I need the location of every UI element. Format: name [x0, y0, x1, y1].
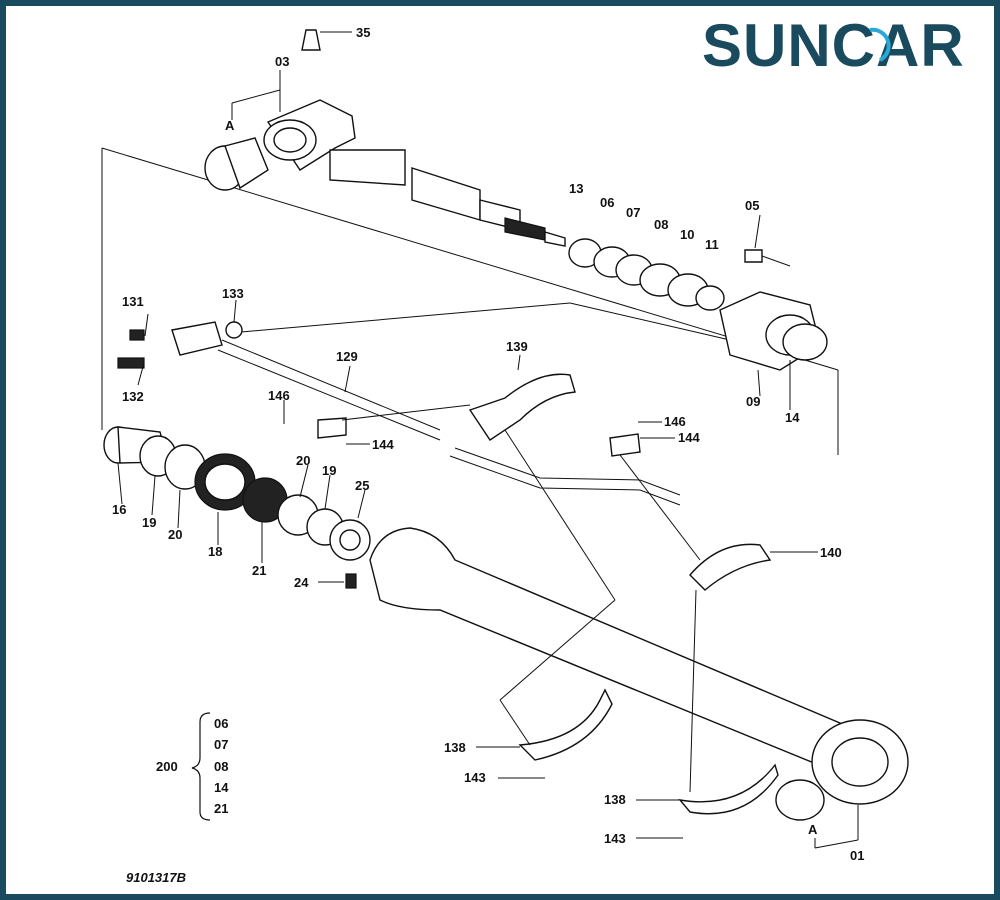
label-07: 07 [626, 205, 640, 220]
label-a-bottom: A [808, 822, 818, 837]
seal-kit-item: 21 [214, 801, 228, 816]
label-20-left: 20 [168, 527, 182, 542]
label-25: 25 [355, 478, 369, 493]
label-131: 131 [122, 294, 144, 309]
label-139: 139 [506, 339, 528, 354]
label-19-left: 19 [142, 515, 156, 530]
label-10: 10 [680, 227, 694, 242]
label-05: 05 [745, 198, 759, 213]
label-24: 24 [294, 575, 309, 590]
cylinder-tube [369, 527, 909, 821]
label-06: 06 [600, 195, 614, 210]
drawing-number: 9101317B [126, 870, 186, 885]
brand-logo: SUNCAR [702, 12, 965, 79]
seal-kit-item: 14 [214, 780, 229, 795]
label-18: 18 [208, 544, 222, 559]
label-19-right: 19 [322, 463, 336, 478]
piston-assembly [103, 426, 371, 589]
label-146-left: 146 [268, 388, 290, 403]
label-09: 09 [746, 394, 760, 409]
label-14: 14 [785, 410, 800, 425]
label-20-right: 20 [296, 453, 310, 468]
label-01: 01 [850, 848, 864, 863]
seal-kit-item: 07 [214, 737, 228, 752]
exploded-parts-diagram: SUNCAR [101, 12, 965, 885]
label-146-right: 146 [664, 414, 686, 429]
bushing-top [204, 137, 269, 191]
seal-kit-item: 06 [214, 716, 228, 731]
leader-lines [117, 31, 859, 849]
hydraulic-pipe [117, 321, 681, 506]
label-133: 133 [222, 286, 244, 301]
label-132: 132 [122, 389, 144, 404]
rod-seal-rings [568, 238, 725, 311]
label-129: 129 [336, 349, 358, 364]
label-144-left: 144 [372, 437, 394, 452]
label-143-right: 143 [604, 831, 626, 846]
piston-rod [263, 29, 566, 247]
label-138-right: 138 [604, 792, 626, 807]
seal-kit-callout: 200 06 07 08 14 21 [156, 712, 229, 821]
label-138-left: 138 [444, 740, 466, 755]
label-11: 11 [705, 237, 719, 252]
label-03: 03 [275, 54, 289, 69]
logo-c-accent [869, 27, 891, 62]
label-13: 13 [569, 181, 583, 196]
label-a-top: A [225, 118, 235, 133]
label-144-right: 144 [678, 430, 700, 445]
cylinder-head [719, 249, 828, 371]
label-143-left: 143 [464, 770, 486, 785]
part-labels: 35 03 A 13 06 07 08 10 11 05 131 133 132… [112, 25, 864, 863]
seal-kit-number: 200 [156, 759, 178, 774]
label-16: 16 [112, 502, 126, 517]
label-21: 21 [252, 563, 266, 578]
pipe-clamps [317, 373, 779, 815]
seal-kit-item: 08 [214, 759, 228, 774]
label-35: 35 [356, 25, 370, 40]
label-140: 140 [820, 545, 842, 560]
label-08: 08 [654, 217, 668, 232]
